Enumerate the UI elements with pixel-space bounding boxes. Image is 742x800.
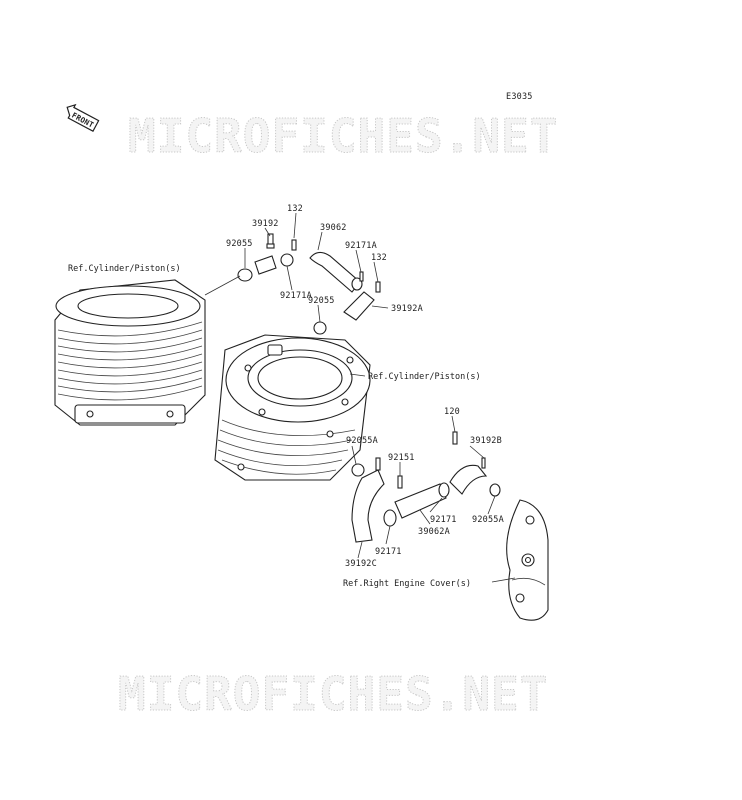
ref-engine-cover: Ref.Right Engine Cover(s) <box>343 579 471 589</box>
bolt-120 <box>452 431 458 445</box>
label-92171-bottom: 92171 <box>375 547 402 557</box>
label-39062A: 39062A <box>418 527 450 537</box>
fitting-39192-top <box>254 255 277 275</box>
front-arrow-icon: FRONT <box>66 103 100 133</box>
ref-cylinder-left: Ref.Cylinder/Piston(s) <box>68 264 181 274</box>
diagram-code: E3035 <box>506 92 533 102</box>
watermark-top: MICROFICHES.NET <box>128 109 558 163</box>
bolt-132-top <box>291 239 297 251</box>
label-132-top: 132 <box>287 204 303 214</box>
oring-92055A-left <box>351 463 365 477</box>
upper-hose-assembly <box>237 233 381 335</box>
fitting-39192C <box>351 469 385 543</box>
label-92171-right: 92171 <box>430 515 457 525</box>
label-39192-top: 39192 <box>252 219 279 229</box>
label-92055A-left: 92055A <box>346 436 378 446</box>
label-39192B: 39192B <box>470 436 502 446</box>
lower-hose-assembly <box>351 431 501 543</box>
part-labels: 132 39192 92055 39062 92171A 132 92171A … <box>226 204 504 569</box>
label-132-right: 132 <box>371 253 387 263</box>
label-92171A-bottom: 92171A <box>280 291 312 301</box>
right-engine-cover <box>506 499 549 621</box>
label-120: 120 <box>444 407 460 417</box>
oring-92055A-right <box>489 483 501 497</box>
bolt-92151 <box>397 475 403 489</box>
fitting-39192B <box>449 464 488 495</box>
label-92055-top: 92055 <box>226 239 253 249</box>
label-92055A-right: 92055A <box>472 515 504 525</box>
fitting-39192A <box>343 291 375 321</box>
label-92055-mid: 92055 <box>308 296 335 306</box>
clamp-92171A-bottom <box>280 253 294 267</box>
label-92171A-top: 92171A <box>345 241 377 251</box>
label-39062: 39062 <box>320 223 347 233</box>
oring-92055-top <box>237 268 253 282</box>
clamp-92171-right <box>438 482 450 498</box>
label-39192C: 39192C <box>345 559 377 569</box>
ref-cylinder-right: Ref.Cylinder/Piston(s) <box>368 372 481 382</box>
hose-39062A <box>394 483 447 519</box>
label-39192A: 39192A <box>391 304 423 314</box>
bolt-132-right <box>375 281 381 293</box>
right-cylinder <box>214 334 371 481</box>
reference-labels: Ref.Cylinder/Piston(s) Ref.Cylinder/Pist… <box>68 264 481 589</box>
left-cylinder <box>54 279 206 426</box>
leader-lines <box>204 212 516 583</box>
label-92151: 92151 <box>388 453 415 463</box>
clamp-92171-bottom <box>383 509 397 527</box>
watermark-bottom: MICROFICHES.NET <box>118 667 548 721</box>
oring-92055-mid <box>313 321 327 335</box>
